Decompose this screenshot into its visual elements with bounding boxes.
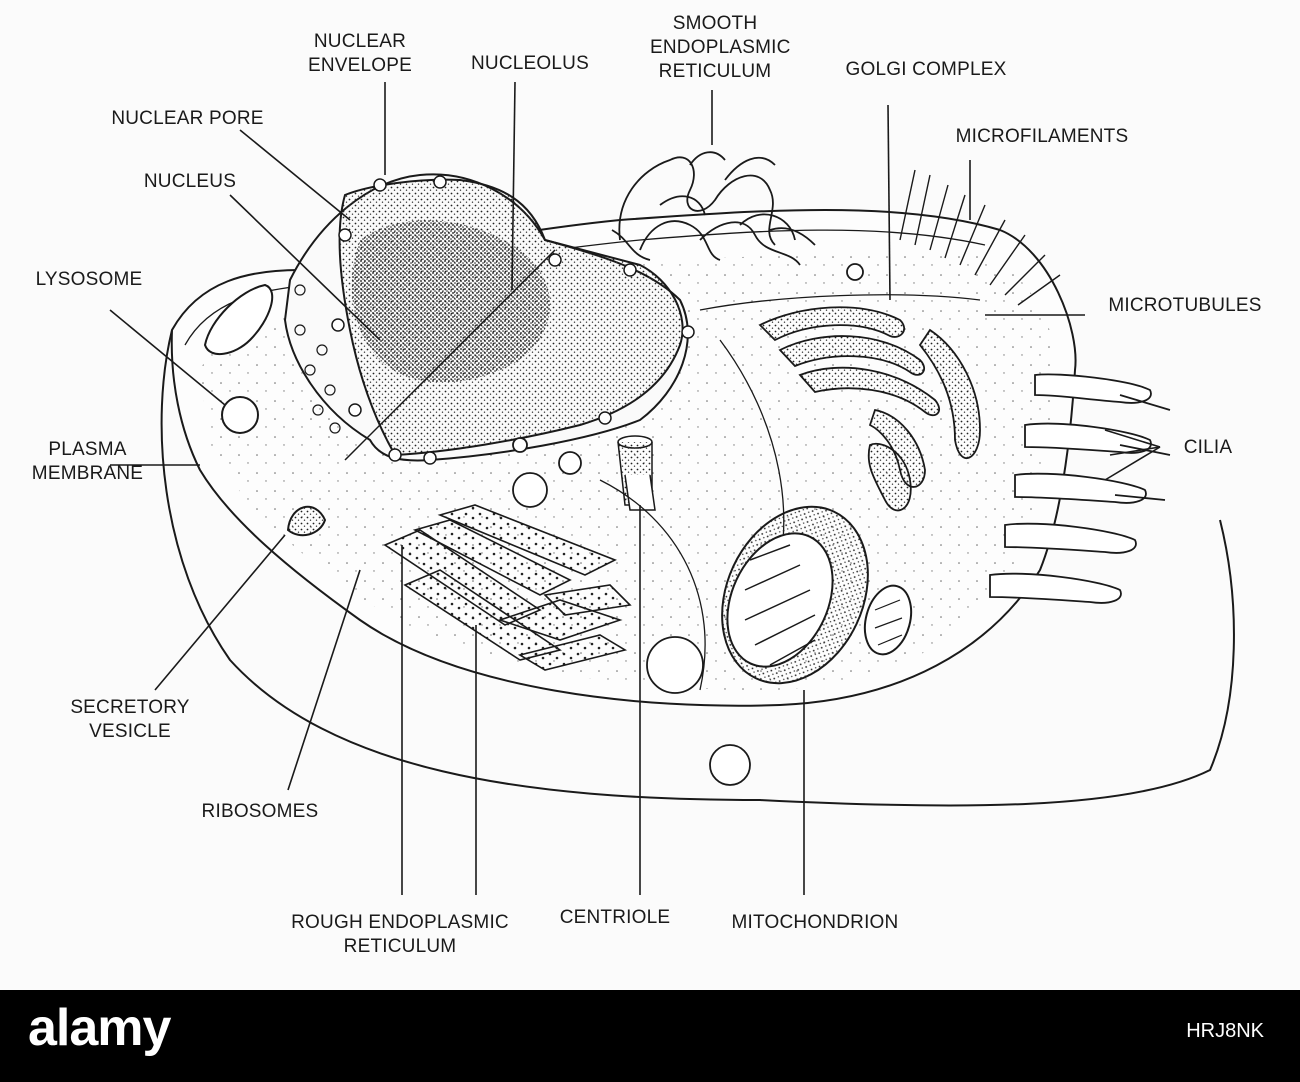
rough-er xyxy=(383,504,632,671)
alamy-logo: alamy xyxy=(28,999,171,1057)
label-centriole: CENTRIOLE xyxy=(559,907,671,928)
smooth-er xyxy=(611,151,816,266)
centriole xyxy=(617,435,656,511)
lysosome xyxy=(203,283,274,434)
cilia xyxy=(989,373,1171,604)
microfilaments xyxy=(899,169,1061,306)
label-nucleus: NUCLEUS xyxy=(143,171,237,192)
mitochondrion xyxy=(721,505,913,685)
label-golgi-complex: GOLGI COMPLEX xyxy=(845,59,1007,80)
stock-footer-bar: alamy HRJ8NK xyxy=(0,990,1300,1082)
nucleus-shape xyxy=(283,173,695,465)
label-cilia: CILIA xyxy=(1183,437,1233,458)
label-microfilaments: MICROFILAMENTS xyxy=(955,126,1129,147)
label-nucleolus: NUCLEOLUS xyxy=(471,53,589,74)
leader-lines xyxy=(109,81,1161,895)
image-reference-code: HRJ8NK xyxy=(1186,1020,1264,1042)
cell-outer-wall xyxy=(160,329,1235,807)
label-microtubules: MICROTUBULES xyxy=(1108,295,1262,316)
secretory-vesicle xyxy=(286,505,327,537)
nucleolus-region xyxy=(351,220,550,383)
label-nuclear-pore: NUCLEAR PORE xyxy=(111,108,264,129)
label-lysosome: LYSOSOME xyxy=(35,269,143,290)
label-mitochondrion: MITOCHONDRION xyxy=(731,912,899,933)
label-ribosomes: RIBOSOMES xyxy=(201,801,319,822)
animal-cell-illustration xyxy=(109,81,1235,895)
golgi-complex xyxy=(758,306,981,512)
vesicles xyxy=(512,263,864,786)
